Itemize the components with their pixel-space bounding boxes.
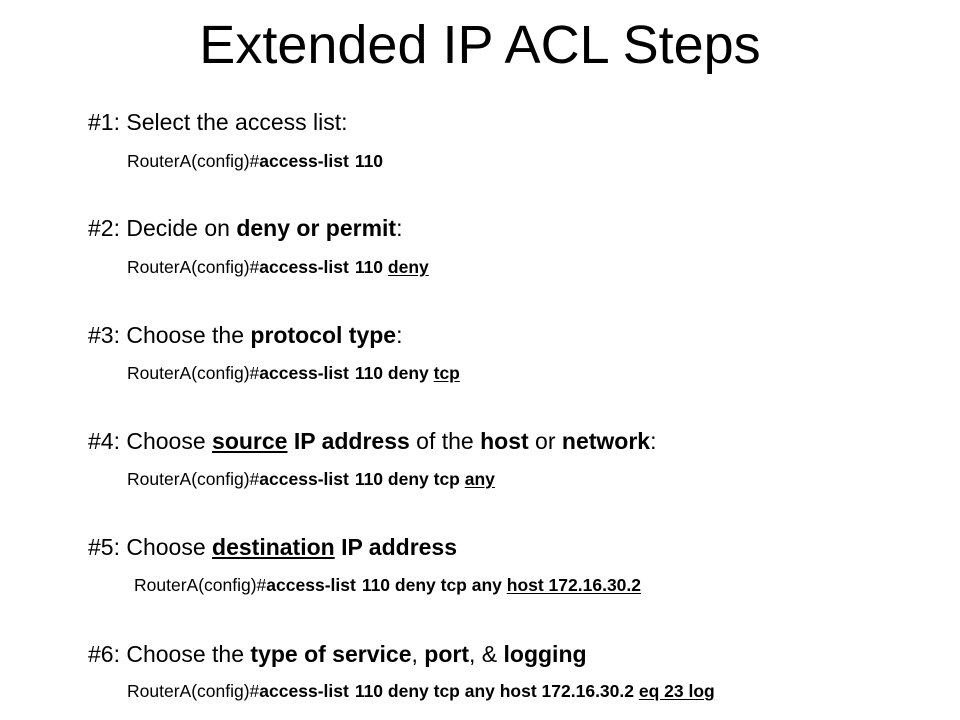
step-6-heading-comma: , (411, 641, 425, 667)
step-6-heading: #6: Choose the type of service, port, & … (88, 640, 587, 668)
step-6-heading-service: type of service (250, 641, 412, 667)
command-new-part: deny (387, 257, 429, 277)
step-4-heading-suffix: : (650, 428, 657, 454)
command-args: 110 (354, 151, 384, 171)
command-keyword: access-list (266, 575, 356, 595)
command-prompt: RouterA(config)# (127, 257, 260, 277)
step-4-heading-network: network (561, 428, 651, 454)
step-4-heading-of-the: of the (409, 428, 481, 454)
step-6-heading-text: #6: Choose the (88, 641, 251, 667)
command-new-part: host 172.16.30.2 (506, 575, 641, 595)
step-1-heading: #1: Select the access list: (88, 108, 348, 136)
command-keyword: access-list (259, 257, 349, 277)
step-3-heading: #3: Choose the protocol type: (88, 321, 402, 349)
command-keyword: access-list (259, 363, 349, 383)
step-2-heading-text: #2: Decide on (88, 215, 237, 241)
step-4-heading-ip-address: IP address (287, 428, 410, 454)
command-prompt: RouterA(config)# (134, 575, 267, 595)
step-4-heading-or: or (528, 428, 562, 454)
step-6-heading-logging: logging (503, 641, 587, 667)
command-args: 110 deny tcp (354, 469, 465, 489)
step-5-heading-ip-address: IP address (334, 534, 458, 560)
command-keyword: access-list (259, 469, 349, 489)
step-3-heading-suffix: : (396, 322, 403, 348)
step-6-heading-and: , & (469, 641, 504, 667)
command-new-part: any (464, 469, 495, 489)
step-4-heading-source: source (212, 428, 288, 454)
step-4-heading-host: host (480, 428, 529, 454)
step-2-heading-emphasis: deny or permit (236, 215, 397, 241)
command-args: 110 deny tcp any host 172.16.30.2 (354, 681, 639, 701)
step-2-heading: #2: Decide on deny or permit: (88, 214, 402, 242)
command-args: 110 (354, 257, 388, 277)
command-new-part: tcp (433, 363, 460, 383)
step-4-heading-text: #4: Choose (88, 428, 213, 454)
command-prompt: RouterA(config)# (127, 363, 260, 383)
step-1-heading-text: #1: Select the access list: (88, 109, 348, 135)
step-4-heading: #4: Choose source IP address of the host… (88, 427, 656, 455)
step-3-heading-text: #3: Choose the (88, 322, 251, 348)
command-prompt: RouterA(config)# (127, 469, 260, 489)
step-2-heading-suffix: : (396, 215, 403, 241)
command-prompt: RouterA(config)# (127, 681, 260, 701)
step-5-heading-text: #5: Choose (88, 534, 213, 560)
step-5-heading: #5: Choose destination IP address (88, 533, 457, 561)
step-6-heading-port: port (424, 641, 469, 667)
step-3-heading-emphasis: protocol type (250, 322, 397, 348)
command-keyword: access-list (259, 151, 349, 171)
page-title: Extended IP ACL Steps (199, 15, 761, 75)
step-5-heading-destination: destination (212, 534, 335, 560)
command-new-part: eq 23 log (638, 681, 715, 701)
command-keyword: access-list (259, 681, 349, 701)
command-prompt: RouterA(config)# (127, 151, 260, 171)
command-args: 110 deny tcp any (361, 575, 507, 595)
command-args: 110 deny (354, 363, 434, 383)
